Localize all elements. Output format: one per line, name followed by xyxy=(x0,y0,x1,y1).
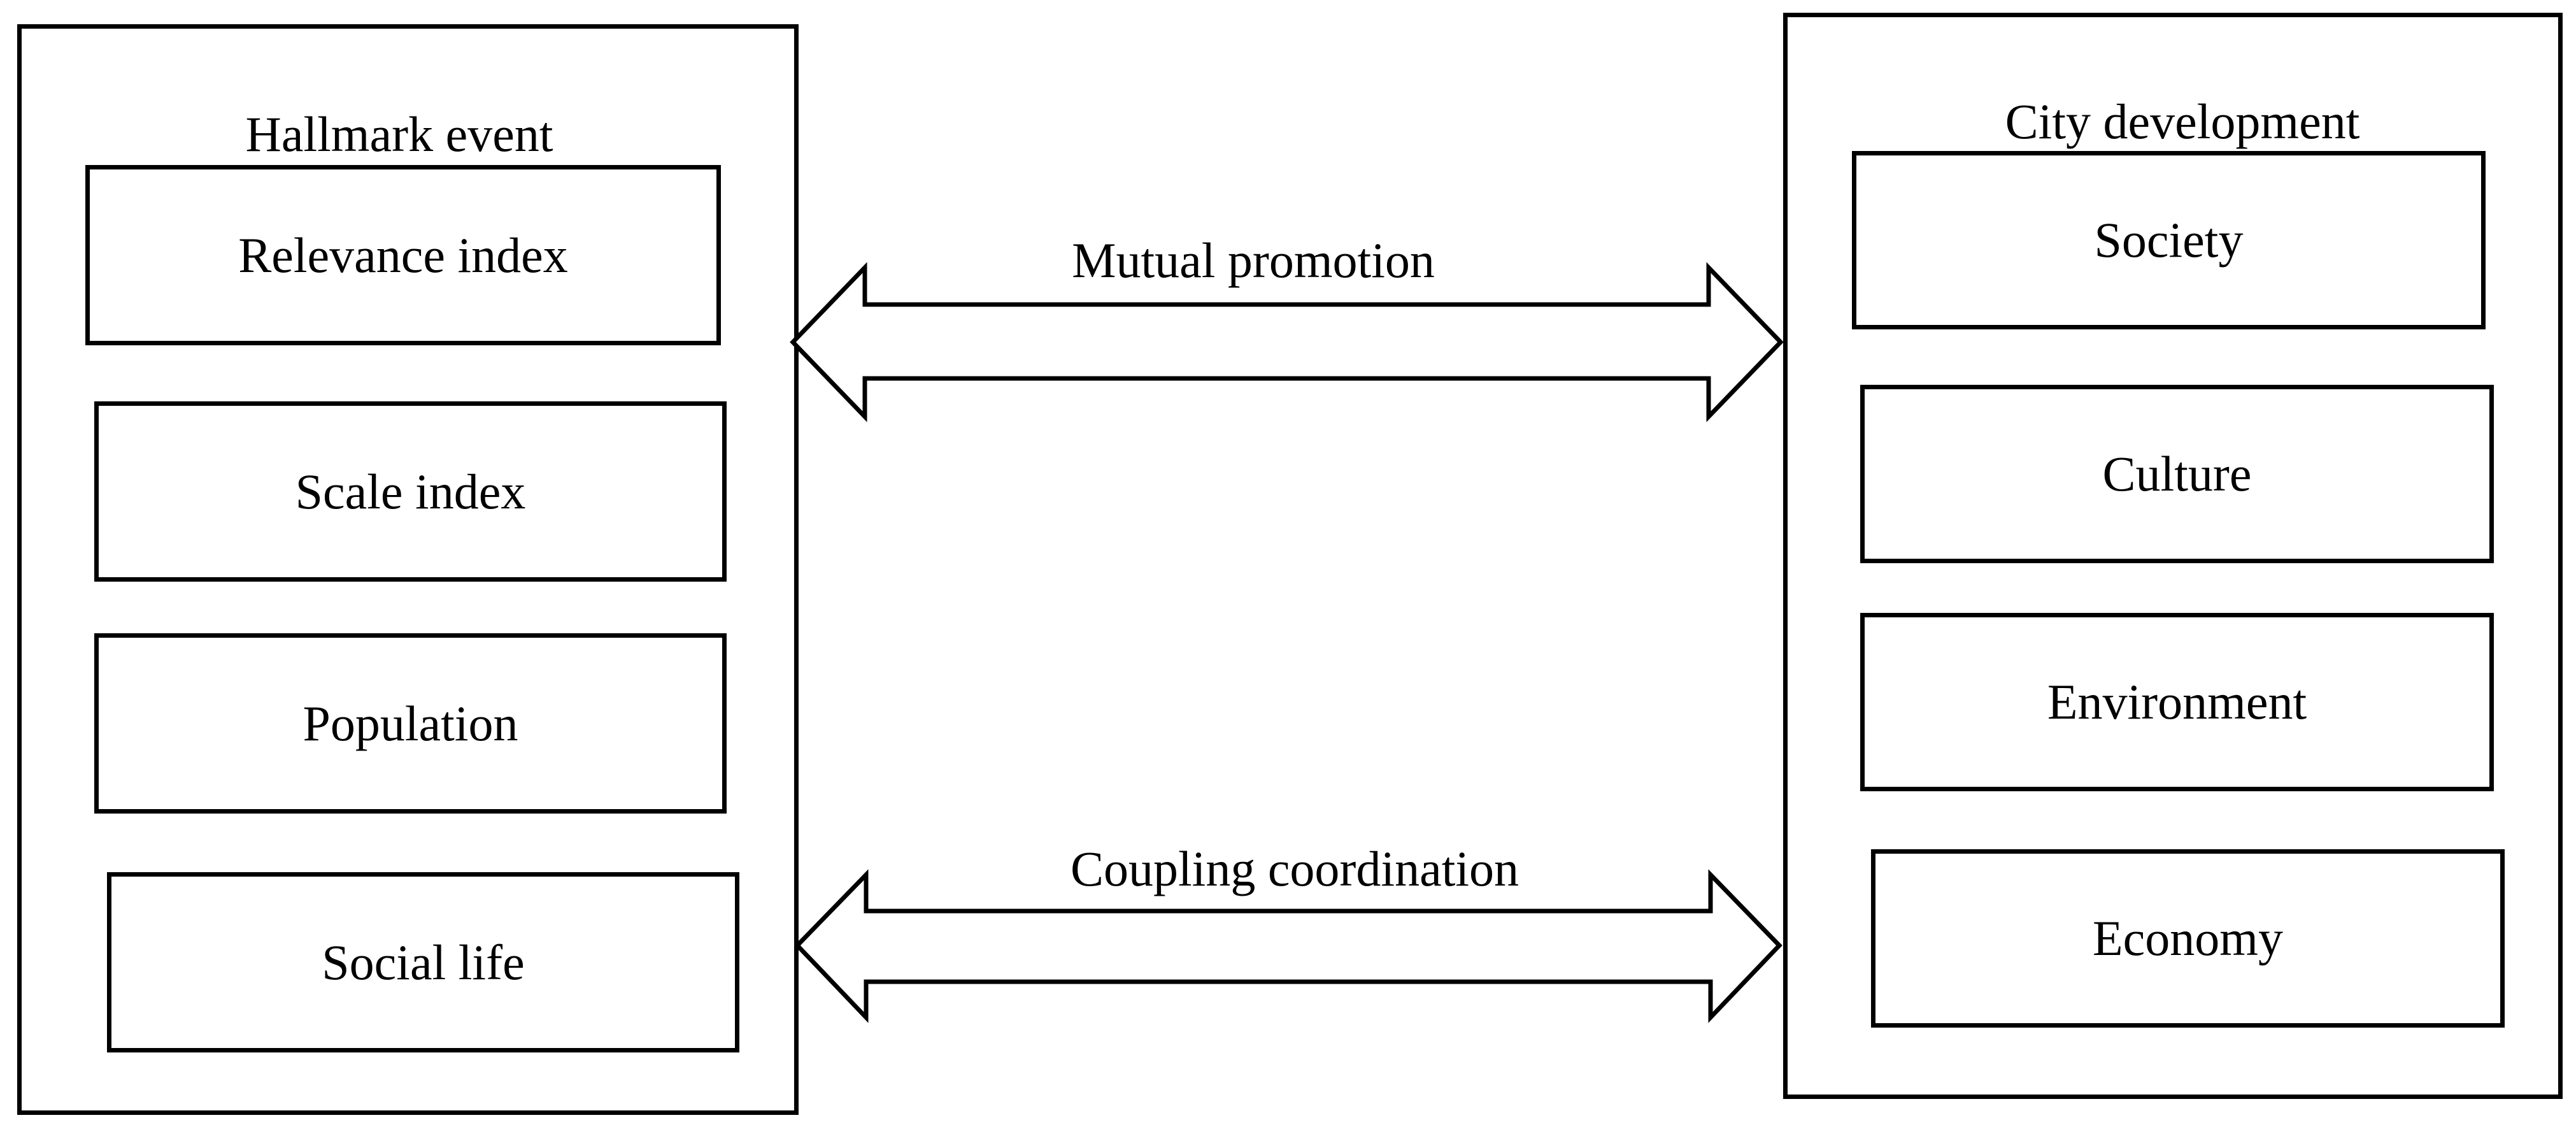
relevance-index-label: Relevance index xyxy=(238,227,568,283)
scale-index-box: Scale index xyxy=(94,401,727,582)
population-box: Population xyxy=(94,633,727,814)
economy-label: Economy xyxy=(2093,910,2283,966)
relevance-index-box: Relevance index xyxy=(85,165,721,345)
scale-index-label: Scale index xyxy=(295,463,526,519)
culture-box: Culture xyxy=(1860,385,2494,563)
mutual-promotion-arrow-shape xyxy=(790,262,1784,422)
economy-box: Economy xyxy=(1871,849,2505,1028)
society-label: Society xyxy=(2094,212,2244,268)
environment-label: Environment xyxy=(2047,674,2307,729)
social-life-box: Social life xyxy=(107,872,739,1052)
mutual-promotion-label: Mutual promotion xyxy=(1072,233,1435,288)
coupling-coordination-arrow-shape xyxy=(794,869,1783,1023)
hallmark-event-title: Hallmark event xyxy=(245,106,553,162)
environment-box: Environment xyxy=(1860,613,2494,791)
population-label: Population xyxy=(302,695,518,751)
coupling-coordination-label: Coupling coordination xyxy=(1070,841,1519,896)
city-development-title: City development xyxy=(2005,94,2360,149)
society-box: Society xyxy=(1852,151,2486,329)
social-life-label: Social life xyxy=(322,934,525,990)
culture-label: Culture xyxy=(2102,446,2252,501)
